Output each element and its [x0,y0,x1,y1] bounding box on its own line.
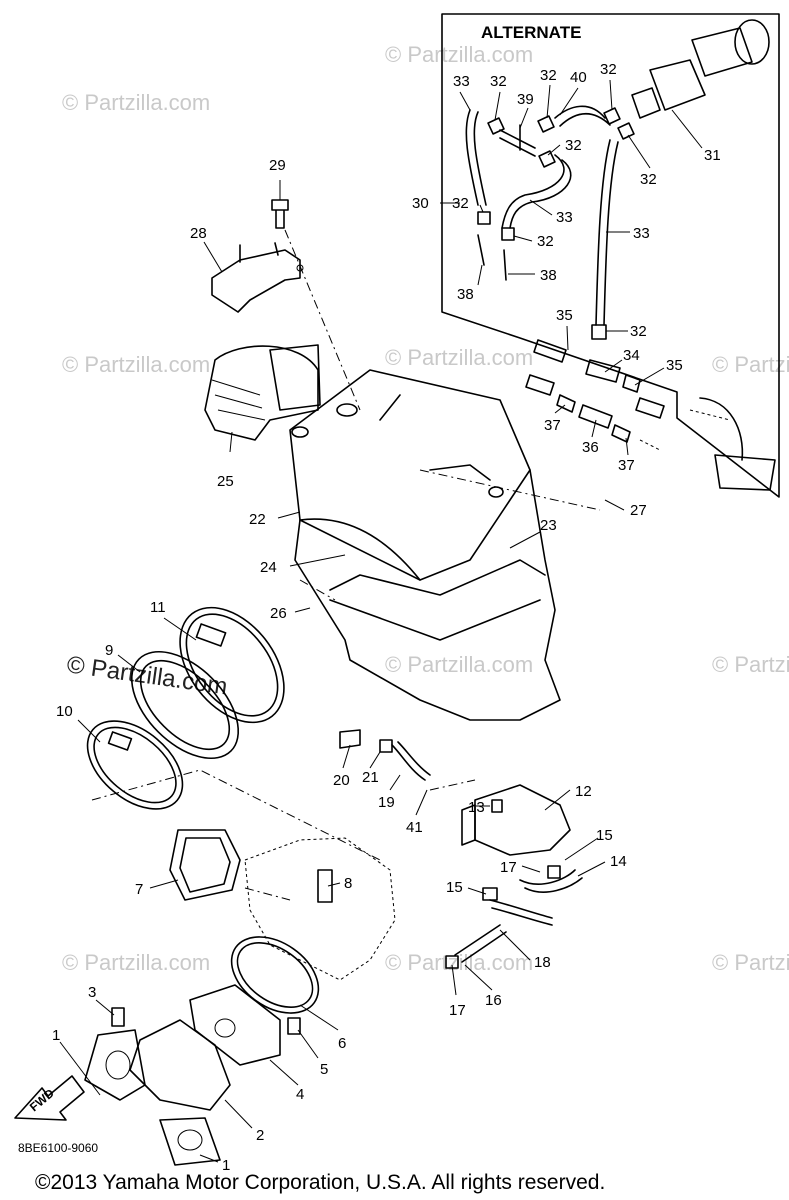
watermark: © Partzilla.com [712,950,789,975]
intake-boot-clamps [86,606,285,810]
fuel-filter-assembly [631,19,770,119]
diagram-code: 8BE6100-9060 [18,1141,98,1155]
callout-9: 9 [105,642,113,659]
callout-25: 25 [217,473,234,490]
callout-18: 18 [534,954,551,971]
callout-33: 33 [556,209,573,226]
callout-40: 40 [570,69,587,86]
callout-2: 2 [256,1127,264,1144]
callout-7: 7 [135,881,143,898]
carburetor [169,829,396,981]
watermark: © Partzilla.com [62,352,210,377]
callout-38: 38 [540,267,557,284]
watermark: © Partzilla.com [62,90,210,115]
callout-32: 32 [565,137,582,154]
callout-4: 4 [296,1086,304,1103]
callout-30: 30 [412,195,429,212]
watermark: © Partzilla.com [385,652,533,677]
callout-21: 21 [362,769,379,786]
callout-17: 17 [449,1002,466,1019]
callout-38: 38 [457,286,474,303]
alternate-hoses [465,105,635,340]
callout-11: 11 [150,599,166,616]
watermark-layer: © Partzilla.com © Partzilla.com © Partzi… [62,42,789,975]
callout-33: 33 [633,225,650,242]
bracket [211,199,304,313]
callout-14: 14 [610,853,627,870]
fuel-pump-group [339,729,583,969]
callout-39: 39 [517,91,534,108]
callout-5: 5 [320,1061,328,1078]
callout-13: 13 [468,799,485,816]
callout-12: 12 [575,783,592,800]
watermark: © Partzilla.com [712,352,789,377]
callout-41: 41 [406,819,423,836]
callout-32: 32 [630,323,647,340]
callout-16: 16 [485,992,502,1009]
callout-31: 31 [704,147,721,164]
callout-20: 20 [333,772,350,789]
watermark: © Partzilla.com [385,950,533,975]
callout-8: 8 [344,875,352,892]
callout-36: 36 [582,439,599,456]
callout-34: 34 [623,347,640,364]
watermark: © Partzilla.com [385,345,533,370]
callout-24: 24 [260,559,277,576]
callout-32: 32 [537,233,554,250]
callout-23: 23 [540,517,557,534]
callout-35: 35 [556,307,573,324]
assembly-lines [91,229,601,901]
leader-lines [59,79,703,1163]
callout-15: 15 [596,827,613,844]
intake-duct [204,344,321,441]
callout-29: 29 [269,157,286,174]
callout-19: 19 [378,794,395,811]
alternate-box: ALTERNATE [441,13,780,498]
callout-37: 37 [544,417,561,434]
callout-37: 37 [618,457,635,474]
callout-1: 1 [222,1157,230,1174]
callout-32: 32 [540,67,557,84]
callout-labels: 33 32 32 40 32 39 32 31 32 30 32 33 33 3… [52,61,721,1174]
watermark: © Partzilla.com [65,651,229,700]
callout-28: 28 [190,225,207,242]
callout-17: 17 [500,859,517,876]
callout-33: 33 [453,73,470,90]
callout-1: 1 [52,1027,60,1044]
copyright-notice: ©2013 Yamaha Motor Corporation, U.S.A. A… [35,1171,605,1194]
alternate-fittings [525,339,776,491]
callout-35: 35 [666,357,683,374]
intake-manifold [84,936,320,1166]
callout-26: 26 [270,605,287,622]
callout-32: 32 [490,73,507,90]
callout-32: 32 [452,195,469,212]
watermark: © Partzilla.com [385,42,533,67]
callout-32: 32 [600,61,617,78]
air-silencer [289,369,561,721]
callout-10: 10 [56,703,73,720]
fwd-label: FWD [27,1086,57,1115]
callout-32: 32 [640,171,657,188]
callout-27: 27 [630,502,647,519]
callout-3: 3 [88,984,96,1001]
watermark: © Partzilla.com [62,950,210,975]
callout-15: 15 [446,879,463,896]
watermark: © Partzilla.com [712,652,789,677]
callout-22: 22 [249,511,266,528]
alternate-label: ALTERNATE [481,23,581,42]
fwd-arrow: FWD [14,1075,85,1121]
callout-6: 6 [338,1035,346,1052]
